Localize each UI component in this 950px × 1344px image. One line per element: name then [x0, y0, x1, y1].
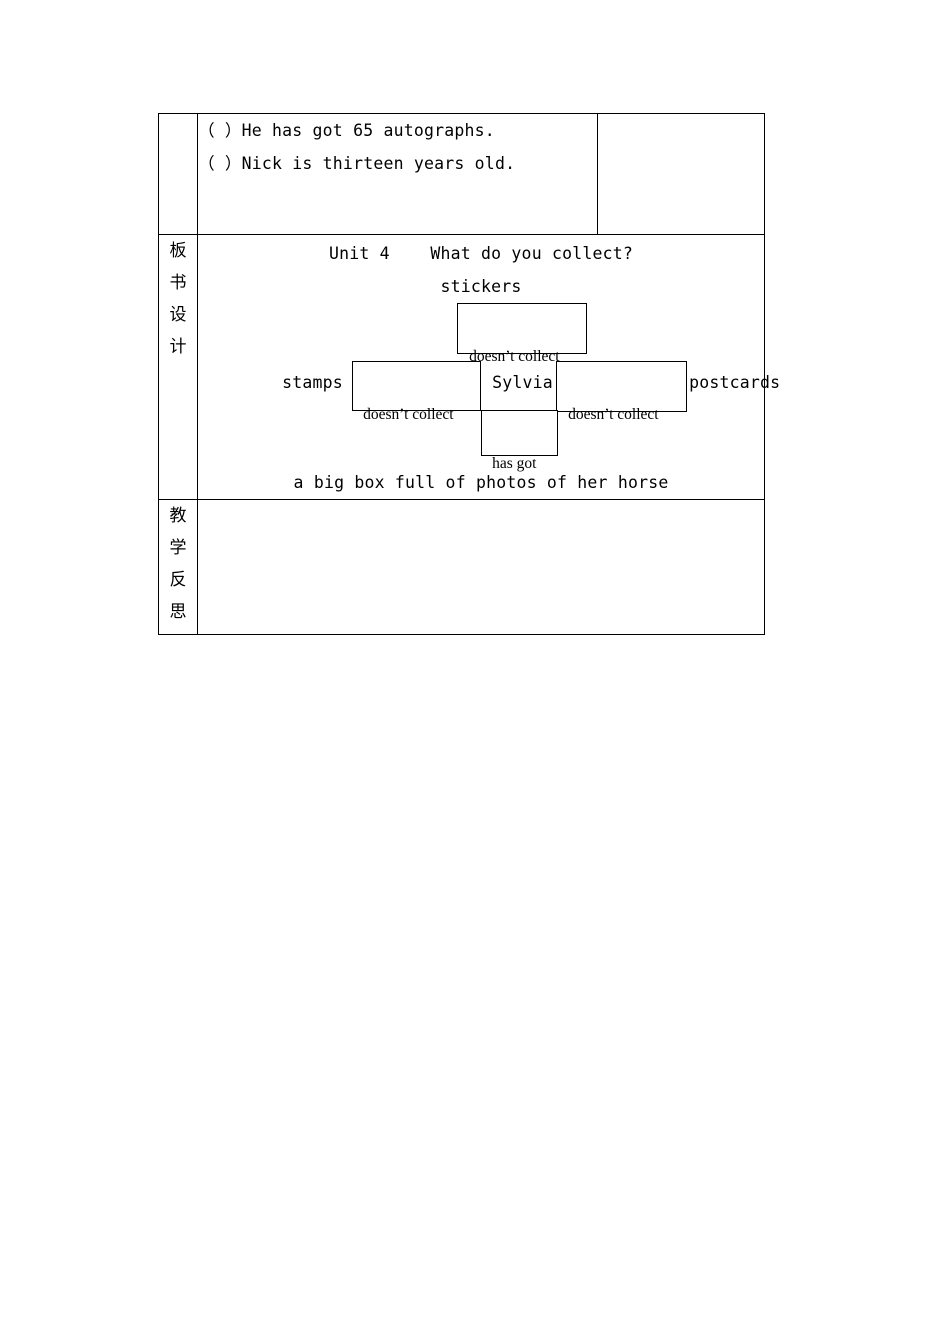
row-label-empty: [157, 113, 199, 235]
diagram-box-bottom: has got: [481, 410, 559, 472]
diagram-box-right: doesn’t collect: [556, 361, 688, 423]
table-row-reflection: 教 学 反 思: [157, 499, 765, 635]
diagram-box-right-label: doesn’t collect: [568, 406, 659, 423]
reflection-char-2: 学: [169, 538, 187, 558]
diagram-box-top-label: doesn’t collect: [469, 348, 560, 365]
label-char-1: 板: [169, 241, 187, 261]
row-label-reflection: 教 学 反 思: [157, 499, 199, 635]
board-design-cell: Unit 4 What do you collect? stickers doe…: [197, 234, 780, 500]
board-word-stickers: stickers: [440, 277, 522, 296]
sentence-line-1: （ ）He has got 65 autographs.: [198, 121, 495, 140]
diagram-box-top: doesn’t collect: [457, 303, 588, 365]
board-word-sylvia: Sylvia: [492, 373, 553, 392]
table-row-board-design: 板 书 设 计 Unit 4 What do you collect? stic…: [157, 234, 780, 500]
table-row-sentences: （ ）He has got 65 autographs. （ ）Nick is …: [157, 113, 766, 235]
sentence-row-blank-cell: [596, 113, 766, 235]
label-char-3: 设: [169, 305, 187, 325]
sentence-list-cell: （ ）He has got 65 autographs. （ ）Nick is …: [197, 113, 598, 235]
diagram-box-left-label: doesn’t collect: [363, 406, 454, 423]
reflection-char-4: 思: [169, 602, 187, 622]
diagram-box-bottom-label: has got: [492, 455, 537, 472]
board-title: Unit 4 What do you collect?: [329, 244, 634, 263]
reflection-char-1: 教: [169, 506, 187, 526]
board-word-photos-caption: a big box full of photos of her horse: [293, 473, 669, 492]
diagram-box-left: doesn’t collect: [352, 361, 482, 423]
lesson-plan-table: （ ）He has got 65 autographs. （ ）Nick is …: [157, 113, 780, 635]
label-char-2: 书: [169, 273, 187, 293]
reflection-char-3: 反: [169, 570, 187, 590]
board-diagram: Unit 4 What do you collect? stickers doe…: [198, 235, 780, 499]
label-char-4: 计: [169, 337, 187, 357]
reflection-content-cell: [197, 499, 765, 635]
sentence-line-2: （ ）Nick is thirteen years old.: [198, 154, 516, 173]
board-word-stamps: stamps: [282, 373, 343, 392]
board-word-postcards: postcards: [689, 373, 781, 392]
row-label-board-design: 板 书 设 计: [157, 234, 199, 500]
